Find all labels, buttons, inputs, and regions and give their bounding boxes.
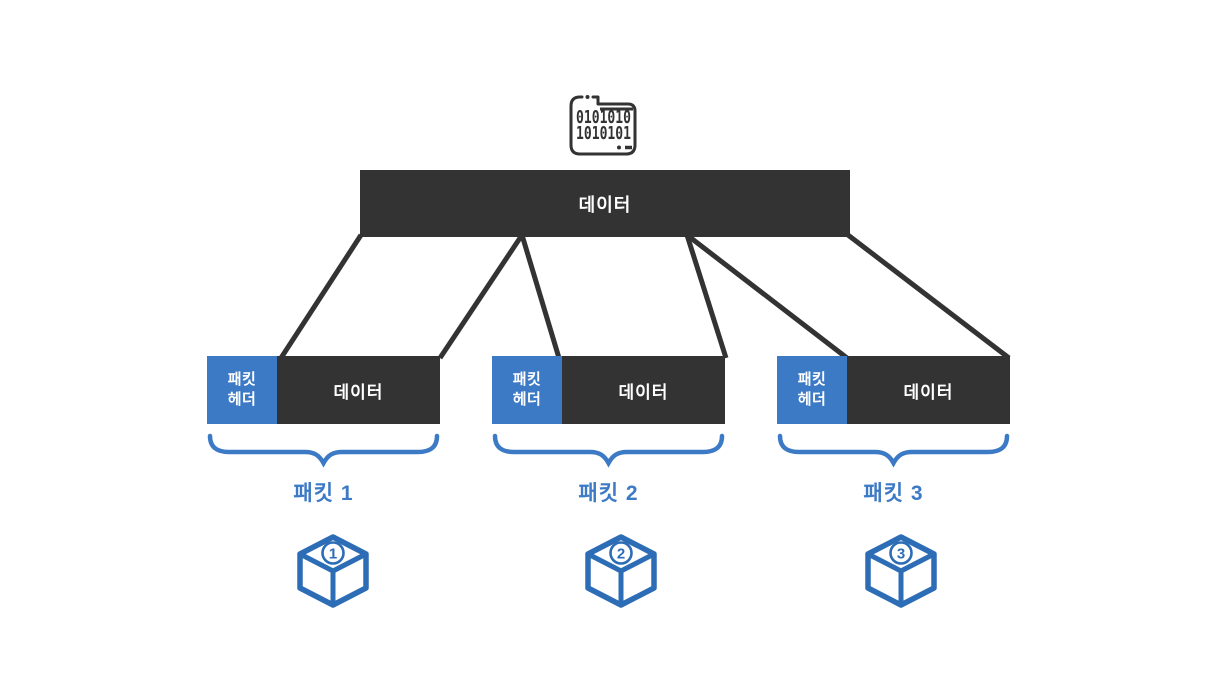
binary-row-2: 1010101 xyxy=(576,124,631,144)
packet-label-2: 패킷 2 xyxy=(578,482,639,505)
packet-header-cell: 패킷 헤더 xyxy=(777,356,847,424)
numbered-cube-icon-2: 2 xyxy=(584,533,658,609)
binary-file-icon: 0101010 1010101 xyxy=(569,95,637,156)
packet-label-3: 패킷 3 xyxy=(863,482,924,505)
source-data-label: 데이터 xyxy=(578,194,632,215)
packet-header-cell: 패킷 헤더 xyxy=(492,356,562,424)
cube-number: 3 xyxy=(897,546,905,563)
cube-number: 1 xyxy=(329,546,337,563)
dot-glyph xyxy=(585,95,590,99)
packet-label-1: 패킷 1 xyxy=(293,482,354,505)
underbrace-icon xyxy=(207,432,440,468)
packet-bar-2: 패킷 헤더 데이터 xyxy=(492,356,725,424)
packet-data-cell: 데이터 xyxy=(562,356,725,424)
packet-bar-1: 패킷 헤더 데이터 xyxy=(207,356,440,424)
underbrace-icon xyxy=(777,432,1010,468)
packet-data-cell: 데이터 xyxy=(847,356,1010,424)
underbrace-icon xyxy=(492,432,725,468)
source-data-bar: 데이터 xyxy=(360,170,850,237)
dot-glyph xyxy=(617,145,621,150)
numbered-cube-icon-3: 3 xyxy=(864,533,938,609)
numbered-cube-icon-1: 1 xyxy=(296,533,370,609)
binary-row-1: 0101010 xyxy=(576,108,631,128)
packet-header-cell: 패킷 헤더 xyxy=(207,356,277,424)
cube-number: 2 xyxy=(617,546,625,563)
packet-data-cell: 데이터 xyxy=(277,356,440,424)
packet-bar-3: 패킷 헤더 데이터 xyxy=(777,356,1010,424)
